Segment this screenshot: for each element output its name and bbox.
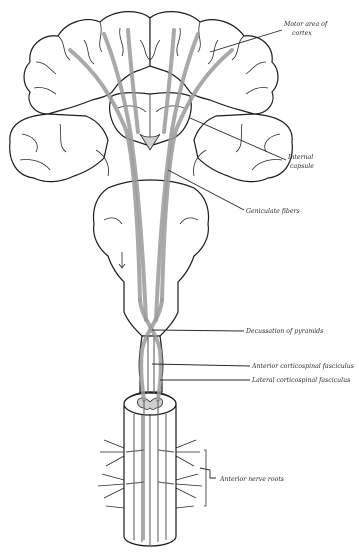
label-internal-capsule-2: capsule [290, 163, 314, 170]
right-temporal-lobe [194, 114, 292, 182]
label-decussation: Decussation of pyramids [245, 328, 323, 335]
brainstem [94, 180, 209, 336]
label-motor-area: Motor area of [283, 21, 329, 28]
label-geniculate-fibers: Geniculate fibers [246, 208, 300, 215]
label-lateral-tract: Lateral corticospinal fasciculus [251, 377, 350, 384]
label-nerve-roots: Anterior nerve roots [219, 476, 284, 483]
left-temporal-lobe [10, 114, 108, 182]
label-internal-capsule: Internal [287, 154, 313, 161]
label-anterior-tract: Anterior corticospinal fasciculus [251, 363, 354, 370]
label-motor-area-2: cortex [292, 30, 312, 37]
spinal-cord [124, 336, 176, 546]
pons [94, 180, 209, 336]
